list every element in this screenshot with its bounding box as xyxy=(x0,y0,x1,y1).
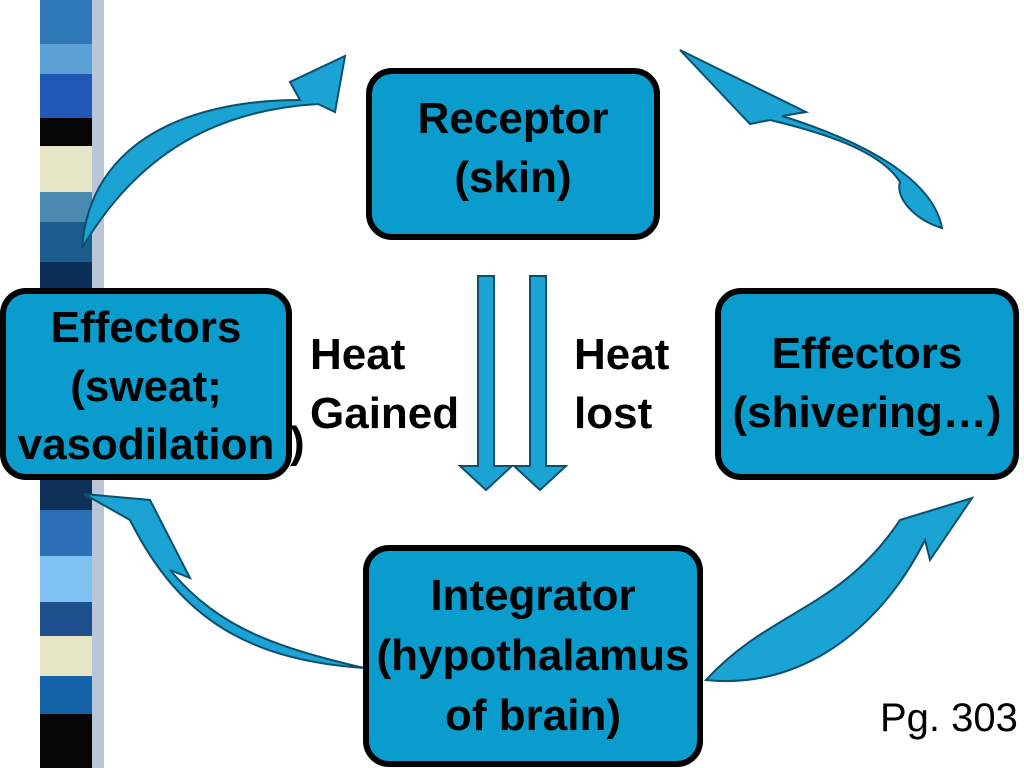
effector-left-node: Effectors (sweat; vasodilation xyxy=(0,288,292,480)
heat-gained-label: Heat Gained xyxy=(310,330,460,438)
page-reference: Pg. 303 xyxy=(880,696,1018,740)
arrow-bottom-left xyxy=(83,493,365,669)
effector-right-node: Effectors (shivering…) xyxy=(715,288,1019,480)
heat-lost-label: Heat lost xyxy=(574,330,670,438)
arrow-top-left xyxy=(81,54,347,249)
effector-left-label: Effectors (sweat; vasodilation xyxy=(17,302,275,470)
arrow-top-right xyxy=(679,49,944,230)
receptor-node: Receptor (skin) xyxy=(366,68,660,240)
integrator-label: Integrator (hypothalamus of brain) xyxy=(376,571,690,740)
arrow-down-right xyxy=(511,275,569,492)
effector-left-closing-paren: ) xyxy=(290,418,305,467)
effector-right-label: Effectors (shivering…) xyxy=(732,329,1002,437)
integrator-node: Integrator (hypothalamus of brain) xyxy=(363,545,703,767)
receptor-label: Receptor (skin) xyxy=(417,94,609,202)
arrow-bottom-right xyxy=(703,496,975,683)
arrow-down-left xyxy=(457,275,515,492)
